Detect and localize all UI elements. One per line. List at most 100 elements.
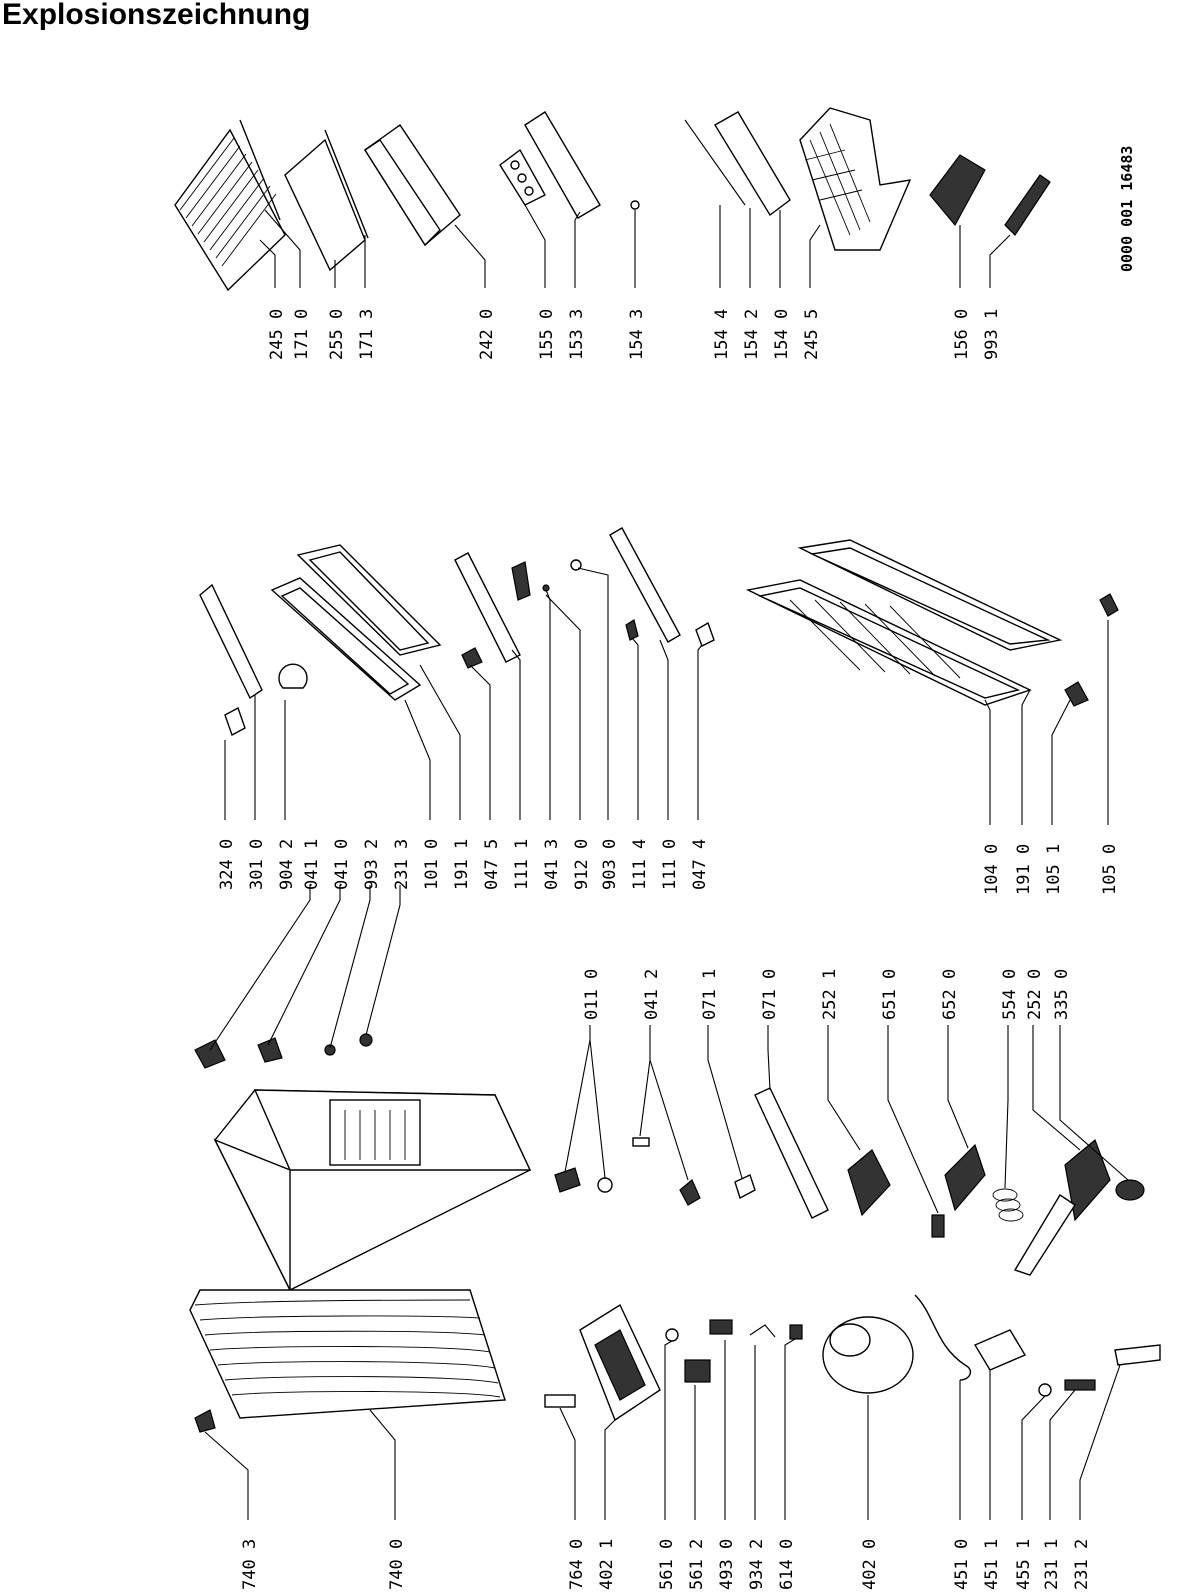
part-label: 011 0 xyxy=(582,969,602,1020)
part-label: 105 0 xyxy=(1100,844,1120,895)
part-label: 105 1 xyxy=(1044,844,1064,895)
trim-071-0-drawing xyxy=(754,1087,829,1219)
door-stop-drawing xyxy=(278,663,308,689)
part-label: 301 0 xyxy=(247,839,267,890)
part-label: 934 2 xyxy=(747,1539,767,1590)
part-label: 993 1 xyxy=(982,309,1002,360)
part-label: 245 5 xyxy=(802,309,822,360)
part-label: 231 3 xyxy=(392,839,412,890)
part-label: 245 0 xyxy=(267,309,287,360)
part-label: 652 0 xyxy=(940,969,960,1020)
part-label: 242 0 xyxy=(477,309,497,360)
door-gasket-drawing xyxy=(296,544,442,656)
capacitor-493-drawing xyxy=(709,1319,733,1335)
part-label: 561 0 xyxy=(657,1539,677,1590)
part-label: 041 3 xyxy=(542,839,562,890)
knob-154-3-drawing xyxy=(630,200,640,210)
part-labels: 245 0 171 0 255 0 171 3 242 0 155 0 153 … xyxy=(217,309,1120,1590)
part-label: 191 1 xyxy=(452,839,472,890)
part-label: 071 0 xyxy=(760,969,780,1020)
handle-cap-drawing xyxy=(224,706,246,737)
part-label: 041 2 xyxy=(642,969,662,1020)
condenser-drawing xyxy=(189,1289,506,1419)
ice-tray-drawing xyxy=(929,154,986,227)
connector-614-drawing xyxy=(789,1324,803,1340)
part-label: 171 0 xyxy=(292,309,312,360)
part-label: 071 1 xyxy=(700,969,720,1020)
part-label: 104 0 xyxy=(982,844,1002,895)
part-label: 451 1 xyxy=(982,1539,1002,1590)
part-label: 231 1 xyxy=(1042,1539,1062,1590)
wire-934-2-drawing xyxy=(749,1324,776,1338)
spring-554-drawing xyxy=(992,1188,1024,1222)
part-label: 047 4 xyxy=(690,839,710,890)
dryer-764-drawing xyxy=(544,1394,576,1408)
knob-335-drawing xyxy=(1115,1179,1145,1201)
part-label: 191 0 xyxy=(1014,844,1034,895)
part-label: 451 0 xyxy=(952,1539,972,1590)
part-label: 153 3 xyxy=(567,309,587,360)
part-label: 324 0 xyxy=(217,839,237,890)
page-title: Explosionszeichnung xyxy=(2,0,311,31)
egg-tray-drawing xyxy=(499,148,546,206)
pin-041-2-drawing xyxy=(632,1137,650,1147)
part-label: 740 3 xyxy=(240,1539,260,1590)
part-label: 335 0 xyxy=(1052,969,1072,1020)
part-label: 493 0 xyxy=(717,1539,737,1590)
part-label: 614 0 xyxy=(777,1539,797,1590)
bracket-041-1-drawing xyxy=(194,1039,226,1069)
document-id: 0000 001 16483 xyxy=(1118,146,1136,272)
part-label: 231 2 xyxy=(1072,1539,1092,1590)
door-handle-drawing xyxy=(199,583,263,700)
part-label: 155 0 xyxy=(537,309,557,360)
part-label: 154 3 xyxy=(627,309,647,360)
cabinet-body-drawing xyxy=(213,1089,532,1291)
plate-451-1-drawing xyxy=(973,1329,1027,1371)
part-label: 047 5 xyxy=(482,839,502,890)
evaporator-402-1-drawing xyxy=(579,1303,661,1422)
part-label: 111 0 xyxy=(660,839,680,890)
part-label: 402 1 xyxy=(597,1539,617,1590)
thermostat-252-0-drawing xyxy=(1013,1138,1111,1276)
part-label: 402 0 xyxy=(860,1539,880,1590)
part-label: 912 0 xyxy=(572,839,592,890)
part-label: 740 0 xyxy=(387,1539,407,1590)
hinge-drawing xyxy=(511,561,531,601)
part-label: 171 3 xyxy=(357,309,377,360)
shelf-trim-2-drawing xyxy=(324,129,369,239)
scraper-drawing xyxy=(1004,174,1051,236)
shelf-trim-drawing xyxy=(239,119,281,221)
part-label: 255 0 xyxy=(327,309,347,360)
cap-071-1-drawing xyxy=(734,1174,756,1200)
lamp-651-drawing xyxy=(931,1214,945,1238)
freezer-basket-drawing xyxy=(799,107,912,251)
bushing-903-drawing xyxy=(570,559,582,571)
freezer-door-drawing xyxy=(745,579,1032,706)
part-label: 554 0 xyxy=(1000,969,1020,1020)
compressor-drawing xyxy=(822,1316,914,1394)
door-bin-drawing xyxy=(524,111,601,219)
leader-lines xyxy=(204,204,1129,1520)
part-231-3-drawing xyxy=(359,1033,373,1047)
clip-111-4-drawing xyxy=(625,619,639,641)
clip-740-3-drawing xyxy=(194,1409,216,1433)
lamp-holder-652-drawing xyxy=(944,1143,986,1212)
grommet-455-1-drawing xyxy=(1038,1383,1052,1397)
hinge-105-0-drawing xyxy=(1099,593,1119,617)
part-label: 154 4 xyxy=(712,309,732,360)
plate-231-2-drawing xyxy=(1114,1344,1161,1366)
glass-shelf-drawing xyxy=(284,138,366,272)
hinge-cover-drawing xyxy=(454,552,521,663)
part-231-1-drawing xyxy=(1064,1379,1096,1391)
part-label: 651 0 xyxy=(880,969,900,1020)
part-label: 154 2 xyxy=(742,309,762,360)
part-label: 903 0 xyxy=(600,839,620,890)
part-label: 111 4 xyxy=(630,839,650,890)
clip-047-5-drawing xyxy=(461,647,483,669)
part-label: 154 0 xyxy=(772,309,792,360)
foot-011-drawing xyxy=(554,1167,581,1193)
part-label: 041 1 xyxy=(302,839,322,890)
part-label: 993 2 xyxy=(362,839,382,890)
hinge-105-1-drawing xyxy=(1064,681,1089,707)
